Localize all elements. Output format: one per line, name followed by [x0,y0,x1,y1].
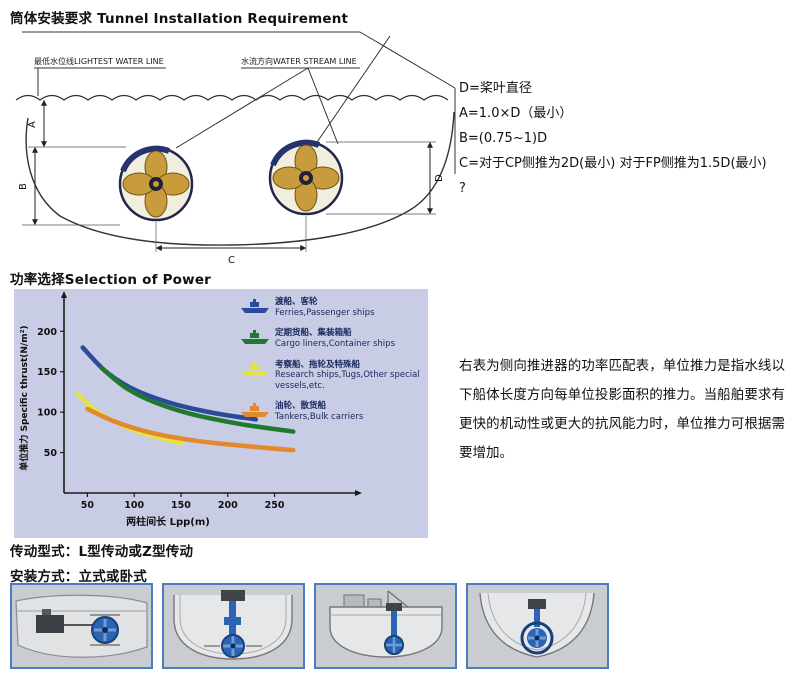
heading-tunnel-installation: 筒体安装要求 Tunnel Installation Requirement [10,11,349,27]
deck-superstructure [343,590,409,608]
legend-entry-tankers: 油轮、散货船 Tankers,Bulk carriers [240,401,424,422]
install-figure-3-svg [316,585,455,667]
legend-label-cn: 渡船、客轮 [275,297,318,307]
power-selection-chart: 50 100 150 200 50 100 150 200 250 两柱间长 Lpp(m) 单位推力… [14,289,428,538]
dim-label-b: B [18,183,29,190]
svg-text:250: 250 [265,500,285,511]
install-figure-4 [466,583,609,669]
waterline-labels: 最低水位线LIGHTEST WATER LINE 水流方向WATER STREA… [34,56,360,96]
tunnel-thruster-2 [270,142,342,214]
svg-text:50: 50 [44,448,58,459]
install-figure-2 [162,583,305,669]
dim-label-c: C [228,255,235,266]
spec-line-extra: ? [459,181,466,196]
svg-text:100: 100 [37,408,57,419]
svg-text:100: 100 [124,500,144,511]
chart-legend: 渡船、客轮 Ferries,Passenger ships 定期货船、集装箱船 … [240,297,424,423]
ship-icon [241,403,269,418]
dimension-c: C [155,216,307,266]
svg-text:200: 200 [37,327,57,338]
water-stream-line-label: 水流方向WATER STREAM LINE [241,56,357,66]
dimension-spec-text: D=桨叶直径 A=1.0×D（最小） B=(0.75~1)D C=对于CP侧推为… [459,76,785,201]
hull-outline [329,606,443,658]
spec-line-a: A=1.0×D（最小） [459,106,573,121]
legend-entry-ferries: 渡船、客轮 Ferries,Passenger ships [240,297,424,318]
dim-label-d: D [434,174,445,182]
waterline-wave [15,94,449,101]
legend-entry-cargo: 定期货船、集装箱船 Cargo liners,Container ships [240,328,424,349]
motor-unit [528,599,546,609]
hull-diagram-svg: 最低水位线LIGHTEST WATER LINE 水流方向WATER STREA… [15,31,456,266]
legend-label-en: Ferries,Passenger ships [275,307,375,318]
installation-figures-row [10,583,609,669]
thruster-propeller [221,634,245,658]
spec-line-b: B=(0.75~1)D [459,131,548,146]
install-figure-1-svg [12,585,151,667]
tunnel-thruster-1 [120,148,192,220]
legend-label-en: Cargo liners,Container ships [275,338,395,349]
svg-text:两柱间长 Lpp(m): 两柱间长 Lpp(m) [126,515,210,528]
install-figure-3 [314,583,457,669]
legend-entry-research: 考察船、拖轮及特殊船 Research ships,Tugs,Other spe… [240,360,424,392]
svg-text:200: 200 [218,500,238,511]
tunnel-installation-diagram: 最低水位线LIGHTEST WATER LINE 水流方向WATER STREA… [8,26,458,266]
legend-label-en: Tankers,Bulk carriers [275,412,364,422]
construction-lines [22,31,456,174]
svg-text:150: 150 [171,500,191,511]
install-figure-1 [10,583,153,669]
heading-selection-of-power: 功率选择Selection of Power [10,272,212,288]
vertical-drive-shaft [534,609,540,627]
power-matching-note: 右表为侧向推进器的功率匹配表，单位推力是指水线以下船体长度方向每单位投影面积的推… [459,358,785,461]
legend-label-cn: 油轮、散货船 [275,401,327,412]
motor-unit [221,590,245,601]
hull-outline [15,594,148,658]
thruster-propeller [91,616,119,644]
spec-line-c: C=对于CP侧推为2D(最小) 对于FP侧推为1.5D(最小) [459,156,767,171]
dim-label-a: A [27,121,38,128]
ship-icon [241,299,269,313]
heading-mounting-type: 安装方式：立式或卧式 [10,569,147,585]
spec-line-d: D=桨叶直径 [459,81,532,96]
engine-block [36,615,64,633]
legend-label-en: Research ships,Tugs,Other special vessel… [275,370,420,391]
ship-icon [241,330,269,345]
dimension-d: D [326,141,445,215]
install-figure-2-svg [164,585,303,667]
svg-text:50: 50 [81,500,95,511]
thruster-propeller [520,621,554,655]
heading-drive-type: 传动型式：L型传动或Z型传动 [10,544,194,560]
install-figure-4-svg [468,585,607,667]
vertical-drive-shaft [391,609,397,641]
lightest-waterline-label: 最低水位线LIGHTEST WATER LINE [34,56,164,66]
dimension-b: B [18,146,120,226]
legend-label-cn: 定期货船、集装箱船 [275,328,352,339]
svg-text:单位推力 Specific thrust(N/m²): 单位推力 Specific thrust(N/m²) [18,325,30,470]
power-chart-svg: 50 100 150 200 50 100 150 200 250 两柱间长 Lpp(m) 单位推力… [18,291,362,528]
motor-unit [386,603,402,611]
dimension-a: A [27,99,126,148]
svg-text:150: 150 [37,367,57,378]
ship-icon [241,361,269,376]
legend-label-cn: 考察船、拖轮及特殊船 [275,359,361,370]
thruster-propeller [384,635,404,655]
